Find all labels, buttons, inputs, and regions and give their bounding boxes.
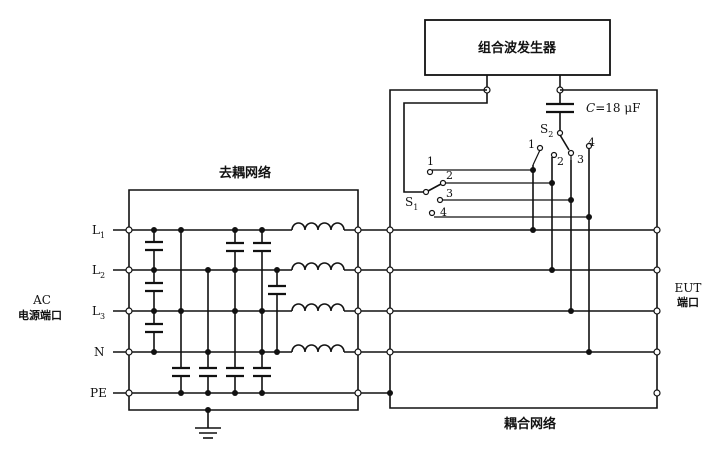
generator-label: 组合波发生器 bbox=[478, 40, 557, 56]
line-label-l3: L3 bbox=[92, 304, 105, 321]
coupling-network-label: 耦合网络 bbox=[504, 416, 556, 432]
s2-position-4: 4 bbox=[588, 136, 595, 149]
eut-port-label-line2: 端口 bbox=[677, 295, 699, 309]
decoupling-junctions bbox=[151, 227, 280, 413]
switch-s2-blade bbox=[559, 134, 570, 151]
ground-symbol bbox=[195, 410, 221, 439]
switch-s1-label: S1 bbox=[405, 195, 418, 212]
s1-position-3: 3 bbox=[446, 187, 453, 200]
switch-s1-pivot bbox=[422, 188, 430, 196]
line-label-n: N bbox=[94, 345, 105, 359]
decoupling-inductors bbox=[291, 222, 345, 354]
decoupling-capacitors bbox=[145, 240, 286, 378]
s1-position-1: 1 bbox=[427, 155, 434, 168]
ac-port-label-line1: AC bbox=[32, 293, 51, 307]
s1-position-4: 4 bbox=[440, 206, 447, 219]
s2-position-2: 2 bbox=[557, 155, 564, 168]
combination-wave-generator-box bbox=[424, 19, 611, 76]
s1-position-2: 2 bbox=[446, 169, 453, 182]
decoupling-network-label: 去耦网络 bbox=[219, 165, 271, 181]
capacitor-value-label: C=18 μF bbox=[586, 101, 640, 115]
coupling-network-box bbox=[389, 89, 658, 409]
s2-position-3: 3 bbox=[577, 153, 584, 166]
line-label-l1: L1 bbox=[92, 223, 105, 240]
decoupling-network-box bbox=[128, 189, 359, 230]
line-label-pe: PE bbox=[90, 386, 107, 400]
eut-port-label-line1: EUT bbox=[675, 281, 702, 295]
switch-s1-blade bbox=[427, 183, 442, 192]
ac-port-label-line2: 电源端口 bbox=[18, 308, 62, 322]
line-label-l2: L2 bbox=[92, 263, 105, 280]
switch-s2-label: S2 bbox=[540, 122, 553, 139]
s2-position-1: 1 bbox=[528, 138, 535, 151]
switch-s2-pivot bbox=[556, 129, 564, 137]
